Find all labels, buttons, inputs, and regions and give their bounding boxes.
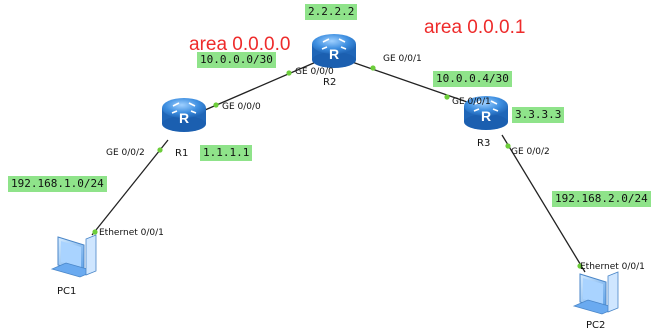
router-r3-icon[interactable]: R	[464, 96, 508, 130]
port-dot	[577, 263, 583, 269]
port-r3-ge001: GE 0/0/1	[452, 97, 491, 107]
area-1-label: area 0.0.0.1	[424, 17, 526, 38]
port-r1-ge002: GE 0/0/2	[106, 148, 145, 158]
pc2-icon[interactable]	[572, 271, 619, 315]
svg-text:R: R	[329, 46, 339, 62]
port-pc2-eth001: Ethernet 0/0/1	[580, 262, 645, 272]
r3-router-id: 3.3.3.3	[512, 107, 565, 123]
port-dot	[92, 229, 98, 235]
network-pc1-lan: 192.168.1.0/24	[8, 176, 107, 192]
link-r1-r2	[204, 61, 317, 111]
port-dot	[505, 143, 511, 149]
r2-name: R2	[323, 77, 337, 88]
router-r1-icon[interactable]: R	[162, 98, 206, 132]
pc1-icon[interactable]	[50, 234, 97, 278]
port-r3-ge002: GE 0/0/2	[511, 147, 550, 157]
port-dot	[444, 94, 450, 100]
port-r2-ge001: GE 0/0/1	[383, 54, 422, 64]
port-pc1-eth001: Ethernet 0/0/1	[99, 228, 164, 238]
svg-text:R: R	[179, 110, 189, 126]
link-r1-pc1	[91, 139, 169, 236]
svg-text:R: R	[481, 108, 491, 124]
r1-router-id: 1.1.1.1	[200, 145, 253, 161]
network-r1-r2: 10.0.0.0/30	[197, 52, 276, 68]
link-r3-pc2	[501, 134, 586, 273]
port-r1-ge000: GE 0/0/0	[222, 102, 261, 112]
pc2-name: PC2	[586, 320, 606, 331]
router-r2-icon[interactable]: R	[312, 34, 356, 68]
r3-name: R3	[477, 138, 491, 149]
r1-name: R1	[175, 148, 189, 159]
network-r2-r3: 10.0.0.4/30	[433, 71, 512, 87]
r2-router-id: 2.2.2.2	[305, 4, 358, 20]
port-dot	[286, 70, 292, 76]
network-pc2-lan: 192.168.2.0/24	[552, 191, 651, 207]
area-0-label: area 0.0.0.0	[189, 34, 291, 55]
pc1-name: PC1	[57, 286, 77, 297]
port-r2-ge000: GE 0/0/0	[295, 67, 334, 77]
port-dot	[157, 147, 163, 153]
port-dot	[213, 102, 219, 108]
port-dot	[370, 65, 376, 71]
